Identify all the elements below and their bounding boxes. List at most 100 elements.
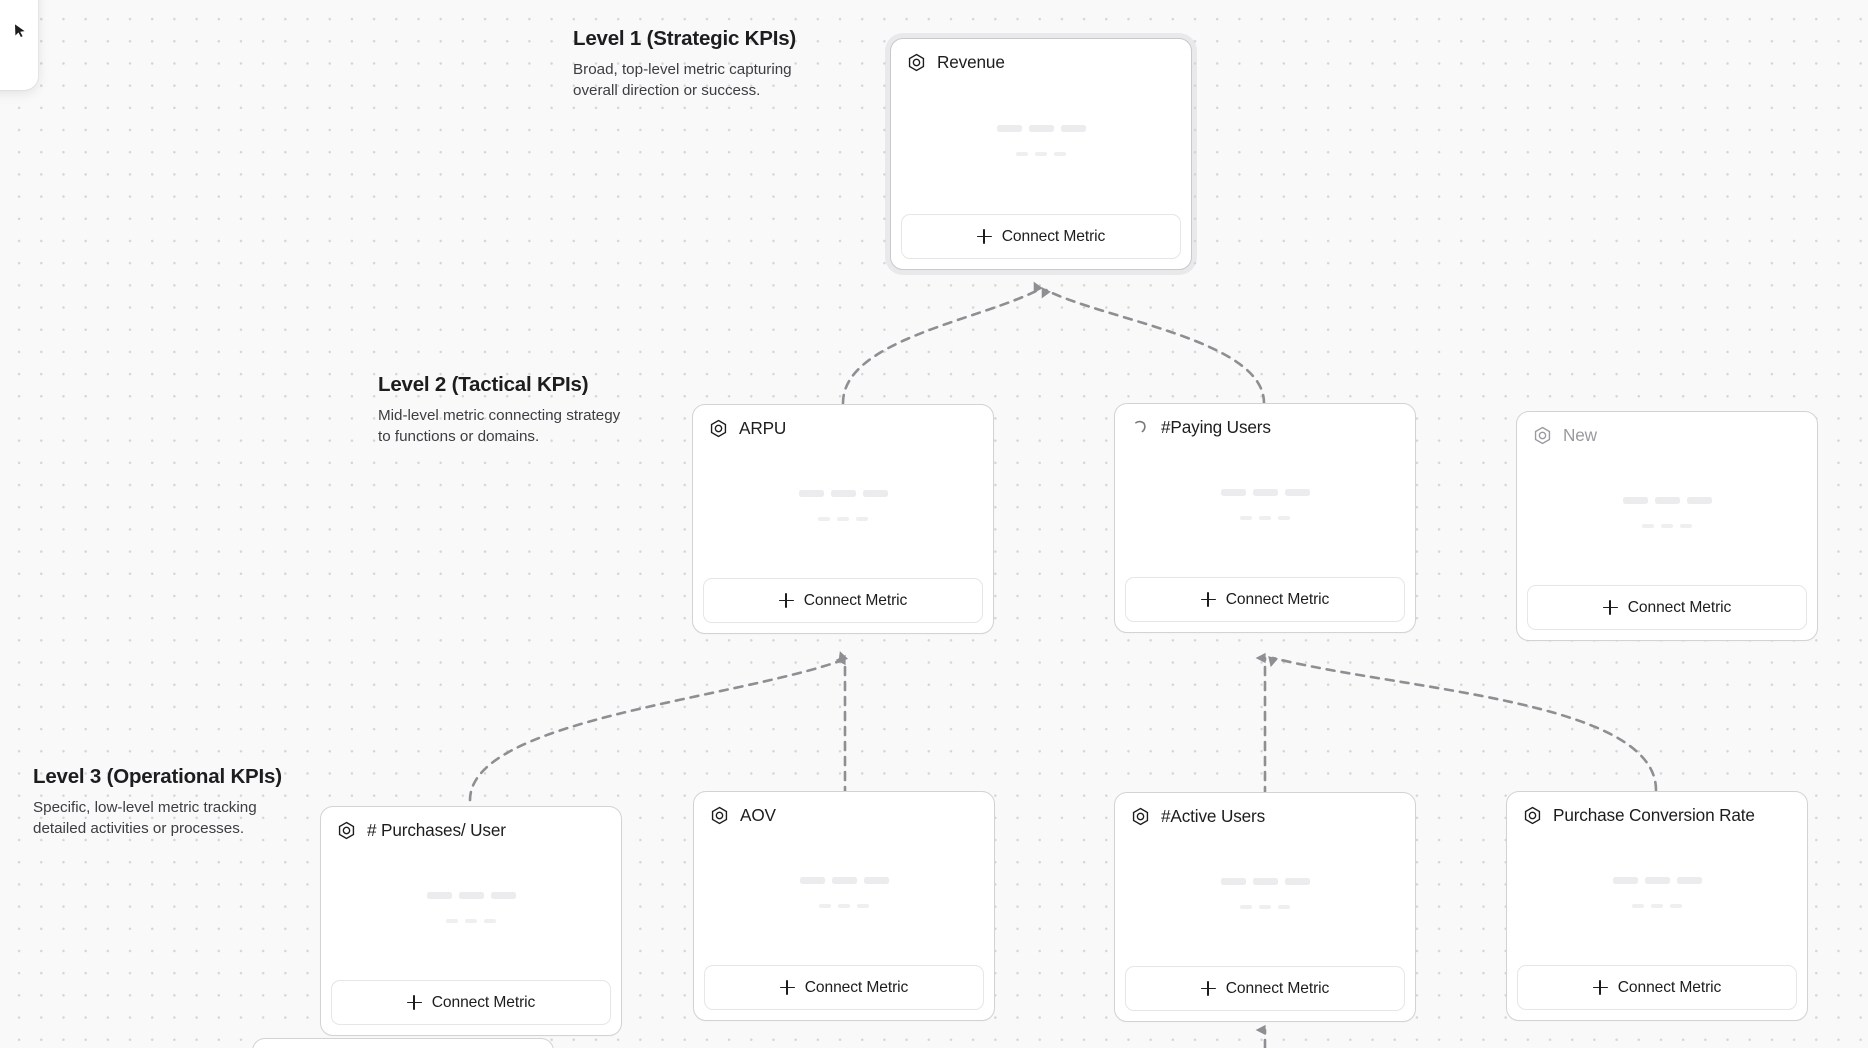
card-skeleton-body	[891, 73, 1191, 214]
metric-card-paying-users[interactable]: #Paying Users Connect Metric	[1114, 403, 1416, 633]
skeleton-bar	[1028, 125, 1054, 132]
metric-card-revenue[interactable]: Revenue Connect Metric	[890, 38, 1192, 270]
skeleton-bar	[484, 919, 496, 923]
card-header: #Paying Users	[1115, 404, 1415, 438]
skeleton-bar	[857, 904, 869, 908]
card-skeleton-body	[693, 439, 993, 578]
skeleton-bar	[838, 904, 850, 908]
skeleton-bar	[1632, 904, 1644, 908]
level-2-title: Level 2 (Tactical KPIs)	[378, 373, 589, 396]
card-header: AOV	[694, 792, 994, 826]
skeleton-bar	[1644, 877, 1670, 884]
card-header: Purchase Conversion Rate	[1507, 792, 1807, 826]
connect-metric-button[interactable]: Connect Metric	[704, 965, 984, 1010]
plus-icon	[1592, 980, 1608, 995]
skeleton-row-primary	[799, 877, 889, 884]
card-skeleton-body	[321, 841, 621, 980]
skeleton-row-secondary	[1240, 516, 1290, 520]
skeleton-bar	[1612, 877, 1638, 884]
card-header: New	[1517, 412, 1817, 446]
skeleton-bar	[1240, 905, 1252, 909]
skeleton-row-primary	[996, 125, 1086, 132]
skeleton-bar	[1622, 497, 1648, 504]
skeleton-bar	[837, 517, 849, 521]
card-title: AOV	[740, 805, 776, 825]
connect-metric-label: Connect Metric	[1225, 590, 1330, 608]
skeleton-row-secondary	[446, 919, 496, 923]
skeleton-bar	[831, 877, 857, 884]
plus-icon	[1602, 600, 1618, 615]
hexagon-metric-icon	[710, 806, 729, 825]
skeleton-bar	[799, 877, 825, 884]
connect-metric-button[interactable]: Connect Metric	[1125, 577, 1405, 622]
skeleton-row-primary	[798, 490, 888, 497]
connect-metric-button[interactable]: Connect Metric	[331, 980, 611, 1025]
level-2-description: Mid-level metric connecting strategy to …	[378, 407, 621, 445]
skeleton-bar	[1680, 524, 1692, 528]
plus-icon	[778, 593, 794, 608]
metric-card-arpu[interactable]: ARPU Connect Metric	[692, 404, 994, 634]
card-skeleton-body	[1517, 446, 1817, 585]
edge-paying-users-to-revenue	[1041, 287, 1266, 405]
skeleton-bar	[1252, 489, 1278, 496]
skeleton-bar	[798, 490, 824, 497]
skeleton-bar	[1654, 497, 1680, 504]
card-title: Revenue	[937, 52, 1005, 72]
skeleton-bar	[830, 490, 856, 497]
edge-conversion-to-paying-users	[1268, 656, 1658, 792]
card-header: # Purchases/ User	[321, 807, 621, 841]
hexagon-metric-icon	[1523, 806, 1542, 825]
card-title: ARPU	[739, 418, 787, 438]
connect-metric-button[interactable]: Connect Metric	[1125, 966, 1405, 1011]
skeleton-bar	[856, 517, 868, 521]
skeleton-row-secondary	[1016, 152, 1066, 156]
metric-card-new[interactable]: New Connect Metric	[1516, 411, 1818, 641]
connect-metric-button[interactable]: Connect Metric	[1517, 965, 1797, 1010]
metric-card-active-users[interactable]: #Active Users Connect Metric	[1114, 792, 1416, 1022]
skeleton-bar	[1220, 878, 1246, 885]
floating-toolbar-panel[interactable]	[0, 0, 38, 90]
metric-card-purchase-conversion-rate[interactable]: Purchase Conversion Rate Connect Metric	[1506, 791, 1808, 1021]
card-title: #Active Users	[1161, 806, 1266, 826]
skeleton-row-secondary	[1240, 905, 1290, 909]
skeleton-bar	[490, 892, 516, 899]
skeleton-bar	[1060, 125, 1086, 132]
connect-metric-label: Connect Metric	[1225, 979, 1330, 997]
connect-metric-button[interactable]: Connect Metric	[901, 214, 1181, 259]
connect-metric-label: Connect Metric	[1617, 978, 1722, 996]
level-1-title: Level 1 (Strategic KPIs)	[573, 27, 797, 50]
metric-card-offscreen-partial[interactable]	[252, 1038, 554, 1048]
skeleton-bar	[863, 877, 889, 884]
card-title: New	[1563, 425, 1597, 445]
skeleton-row-secondary	[1642, 524, 1692, 528]
connect-metric-label: Connect Metric	[803, 591, 908, 609]
hexagon-metric-icon	[1533, 426, 1552, 445]
plus-icon	[1200, 592, 1216, 607]
hexagon-metric-icon	[907, 53, 926, 72]
skeleton-bar	[1686, 497, 1712, 504]
metric-card-aov[interactable]: AOV Connect Metric	[693, 791, 995, 1021]
skeleton-bar	[818, 517, 830, 521]
skeleton-bar	[426, 892, 452, 899]
metric-card-purchases-per-user[interactable]: # Purchases/ User Connect Metric	[320, 806, 622, 1036]
skeleton-bar	[996, 125, 1022, 132]
hexagon-metric-icon	[709, 419, 728, 438]
connect-metric-button[interactable]: Connect Metric	[1527, 585, 1807, 630]
skeleton-bar	[1240, 516, 1252, 520]
connect-metric-button[interactable]: Connect Metric	[703, 578, 983, 623]
cursor-icon	[12, 23, 28, 39]
skeleton-bar	[1220, 489, 1246, 496]
level-3-title: Level 3 (Operational KPIs)	[33, 765, 282, 788]
card-skeleton-body	[694, 826, 994, 965]
skeleton-bar	[1278, 905, 1290, 909]
plus-icon	[779, 980, 795, 995]
level-2-label-group: Level 2 (Tactical KPIs) Mid-level metric…	[378, 373, 628, 448]
skeleton-bar	[1035, 152, 1047, 156]
card-header: #Active Users	[1115, 793, 1415, 827]
skeleton-bar	[1676, 877, 1702, 884]
edge-purchases-to-arpu	[468, 651, 849, 802]
skeleton-bar	[1278, 516, 1290, 520]
connect-metric-label: Connect Metric	[431, 993, 536, 1011]
skeleton-bar	[1054, 152, 1066, 156]
